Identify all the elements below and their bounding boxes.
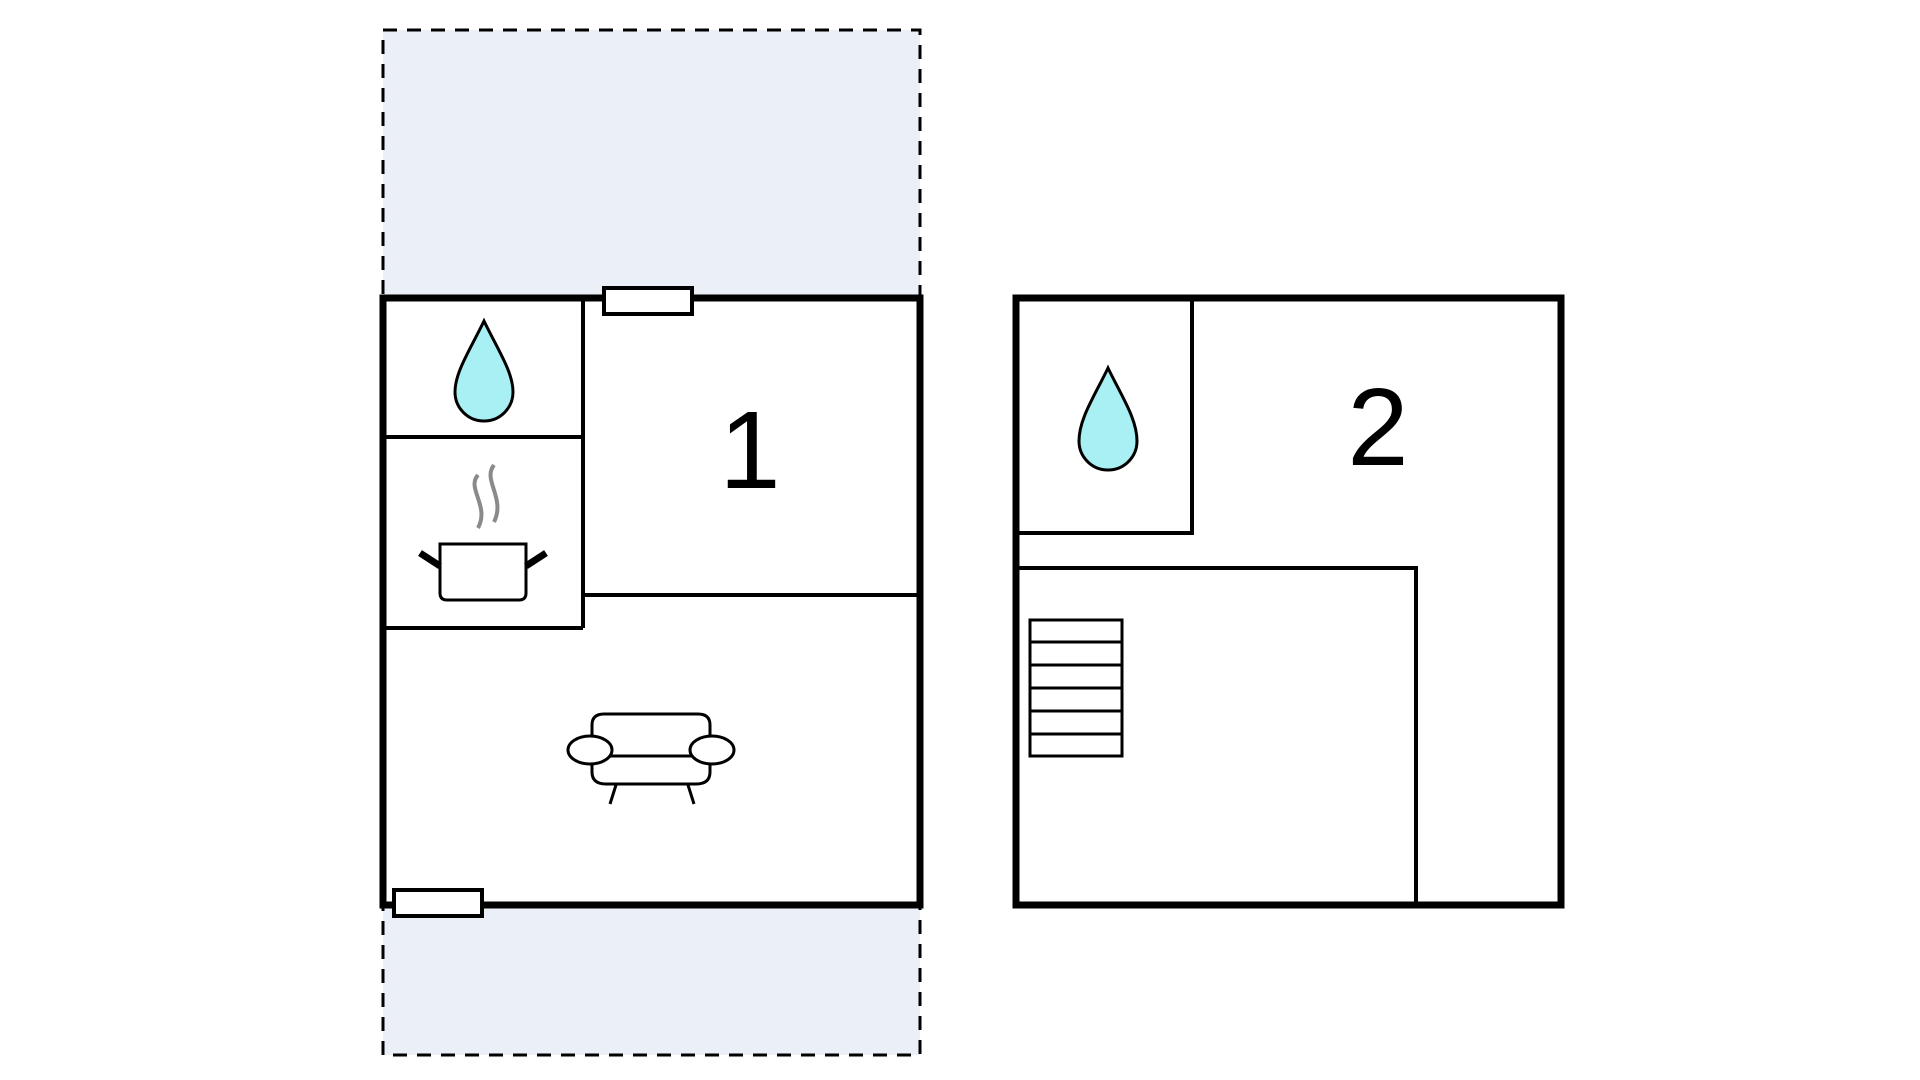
cooking-pot-icon <box>418 463 548 602</box>
window-icon <box>392 888 484 918</box>
water-drop-icon <box>1077 364 1139 472</box>
floor-1-label: 1 <box>719 389 780 512</box>
terrace-top <box>381 28 922 299</box>
sofa-icon <box>566 712 736 805</box>
water-drop-icon <box>453 317 515 423</box>
window-icon <box>602 286 694 316</box>
floor-2-plan: 2 <box>1012 294 1565 909</box>
floor-1-plan: 1 <box>379 286 924 918</box>
stairs-icon <box>1028 618 1124 758</box>
floor-2-label: 2 <box>1347 366 1408 489</box>
terrace-bottom <box>381 903 922 1057</box>
